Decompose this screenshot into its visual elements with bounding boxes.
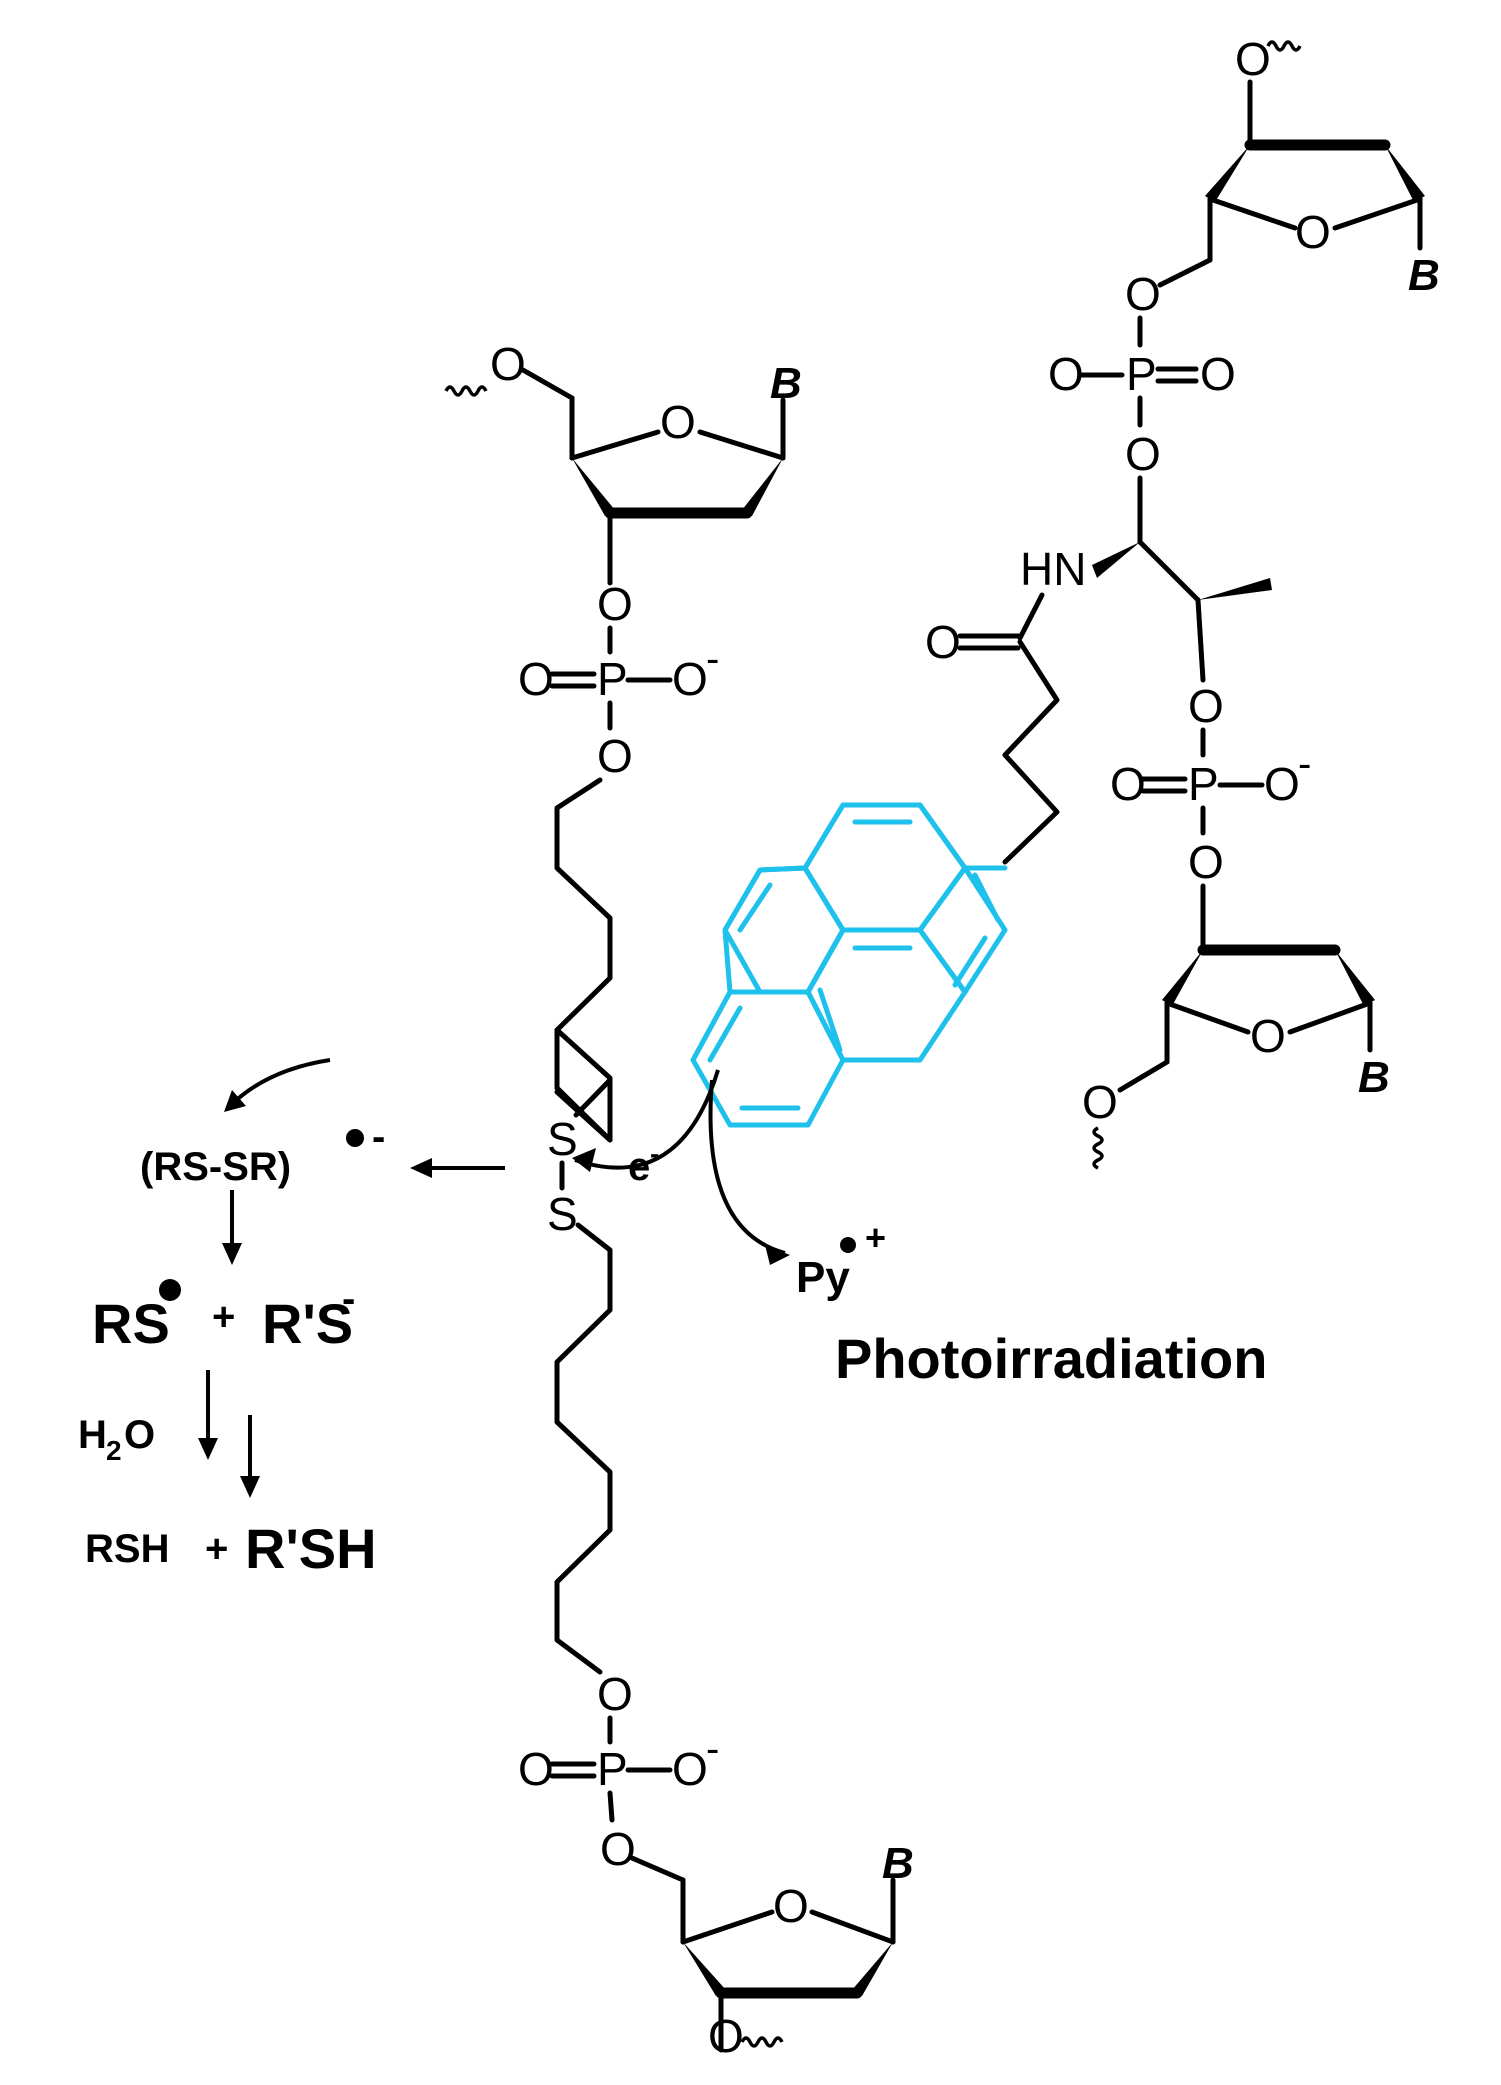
atom-o: O (1235, 33, 1271, 85)
disulfide-cleavage: (RS-SR) - RS + R'S - H 2 O RSH + R'SH (78, 1058, 505, 1580)
atom-o-ring: O (660, 396, 696, 448)
atom-o: O (1110, 758, 1146, 810)
svg-text:+: + (212, 1295, 235, 1339)
phosphate-bottom: O P O O - O (518, 1668, 719, 1875)
atom-o: O (1188, 836, 1224, 888)
electron-transfer: e - Py + (572, 1069, 886, 1302)
charge: - (1298, 742, 1311, 786)
svg-text:O: O (124, 1413, 155, 1457)
svg-text:-: - (650, 1138, 659, 1169)
atom-hn: HN (1020, 543, 1086, 595)
atom-o: O (1264, 758, 1300, 810)
atom-o: O (600, 1823, 636, 1875)
atom-o: O (1200, 348, 1236, 400)
thiol: RSH (85, 1527, 169, 1571)
wavy-bond-icon (444, 385, 488, 397)
thiol2: R'SH (245, 1517, 377, 1580)
atom-p: P (1126, 348, 1157, 400)
wavy-bond-icon (740, 2036, 784, 2048)
caption: Photoirradiation (835, 1327, 1267, 1390)
atom-p: P (597, 653, 628, 705)
atom-o: O (672, 653, 708, 705)
atom-o: O (597, 730, 633, 782)
sugar-top-left: O O B (444, 338, 802, 586)
atom-o: O (518, 1743, 554, 1795)
atom-o: O (490, 338, 526, 390)
phosphate-top-right: O P O O O (1048, 268, 1236, 545)
atom-p: P (1188, 758, 1219, 810)
base-label: B (882, 1839, 914, 1888)
base-label: B (770, 359, 802, 408)
sugar-top-right: O O B (1157, 33, 1440, 300)
atom-o-ring: O (1250, 1010, 1286, 1062)
atom-o: O (708, 2010, 744, 2062)
atom-s: S (547, 1113, 578, 1165)
phosphate-top-left: O P O O - O (518, 578, 719, 782)
atom-o: O (1188, 680, 1224, 732)
sugar-bottom-right: O B O (1082, 944, 1390, 1170)
atom-o: O (518, 653, 554, 705)
atom-o: O (1048, 348, 1084, 400)
svg-text:2: 2 (106, 1435, 122, 1466)
svg-text:+: + (865, 1217, 886, 1258)
thiolate: R'S (262, 1292, 353, 1355)
atom-o: O (672, 1743, 708, 1795)
thiyl-radical: RS (92, 1292, 170, 1355)
atom-o: O (1125, 268, 1161, 320)
atom-s: S (547, 1188, 578, 1240)
threoninol-linker: HN O P O O - O (1020, 539, 1311, 953)
pyrene-chromophore (690, 802, 1008, 1128)
svg-text:-: - (342, 1277, 355, 1321)
disulfide: S S (547, 1077, 613, 1240)
water: H (78, 1413, 107, 1457)
base-label: B (1358, 1053, 1390, 1102)
charge: - (706, 1727, 719, 1771)
atom-o: O (1082, 1076, 1118, 1128)
electron-label: e (628, 1145, 650, 1189)
amide-chain: O (925, 592, 1060, 865)
charge: - (706, 637, 719, 681)
svg-text:+: + (205, 1527, 228, 1571)
atom-p: P (597, 1743, 628, 1795)
radical-anion: (RS-SR) (140, 1145, 291, 1189)
atom-o-ring: O (1295, 206, 1331, 258)
svg-text:-: - (372, 1115, 385, 1159)
linker-chain-bottom (554, 1222, 613, 1675)
atom-o: O (597, 1668, 633, 1720)
base-label: B (1408, 251, 1440, 300)
atom-o: O (597, 578, 633, 630)
sugar-bottom: O B O (629, 1839, 914, 2062)
wavy-bond-icon (1266, 40, 1302, 52)
atom-o-ring: O (773, 1880, 809, 1932)
atom-o: O (925, 616, 961, 668)
atom-o: O (1125, 428, 1161, 480)
pyrene-cation: Py (796, 1253, 850, 1302)
wavy-bond-icon (1092, 1126, 1104, 1170)
